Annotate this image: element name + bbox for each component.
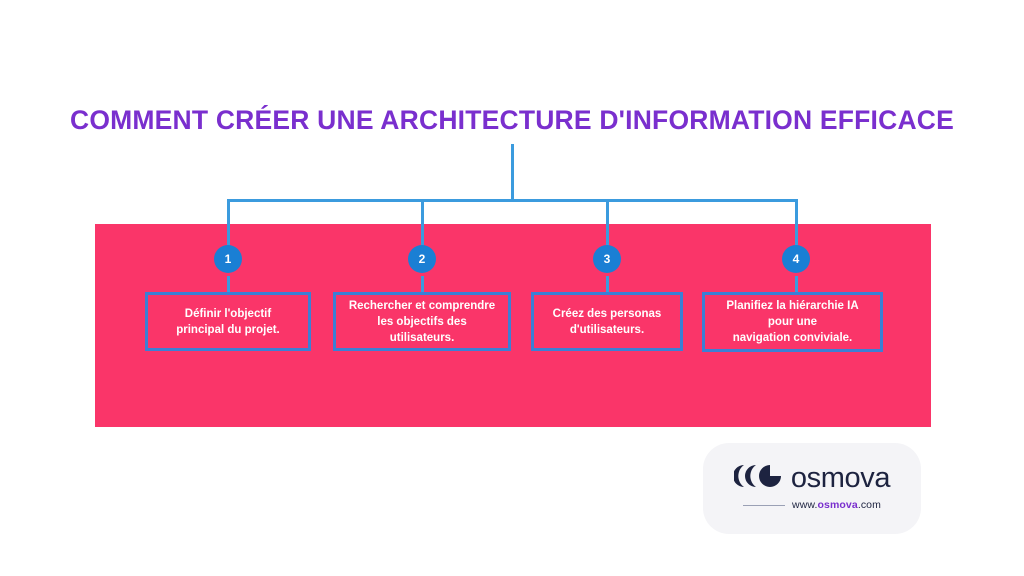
url-brand: osmova: [817, 499, 858, 511]
osmova-crescents-mark: [732, 463, 782, 494]
connector-drop-3: [606, 199, 609, 249]
connector-stub-3: [606, 276, 609, 294]
connector-stub-2: [421, 276, 424, 294]
url-prefix: www.: [792, 499, 818, 511]
connector-trunk: [511, 144, 514, 202]
step-number-badge-3[interactable]: 3: [593, 245, 621, 273]
connector-stub-1: [227, 276, 230, 294]
connector-drop-4: [795, 199, 798, 249]
step-box-3[interactable]: Créez des personas d'utilisateurs.: [531, 292, 683, 351]
step-number-badge-4[interactable]: 4: [782, 245, 810, 273]
logo-card: osmova www.osmova.com: [703, 443, 921, 534]
step-number-badge-2[interactable]: 2: [408, 245, 436, 273]
connector-stub-4: [795, 276, 798, 294]
connector-bus: [227, 199, 797, 202]
step-number-badge-1[interactable]: 1: [214, 245, 242, 273]
page-title: COMMENT CRÉER UNE ARCHITECTURE D'INFORMA…: [69, 105, 954, 135]
logo-url: www.osmova.com: [792, 499, 881, 511]
connector-drop-2: [421, 199, 424, 249]
logo-wordmark: osmova: [790, 462, 891, 494]
step-box-2[interactable]: Rechercher et comprendre les objectifs d…: [333, 292, 511, 351]
step-box-4[interactable]: Planifiez la hiérarchie IA pour une navi…: [702, 292, 883, 352]
logo-url-row: www.osmova.com: [703, 499, 921, 511]
step-box-1[interactable]: Définir l'objectif principal du projet.: [145, 292, 311, 351]
url-suffix: .com: [857, 499, 881, 511]
logo-row: osmova: [703, 463, 921, 494]
url-divider-rule: [743, 504, 786, 506]
connector-drop-1: [227, 199, 230, 249]
